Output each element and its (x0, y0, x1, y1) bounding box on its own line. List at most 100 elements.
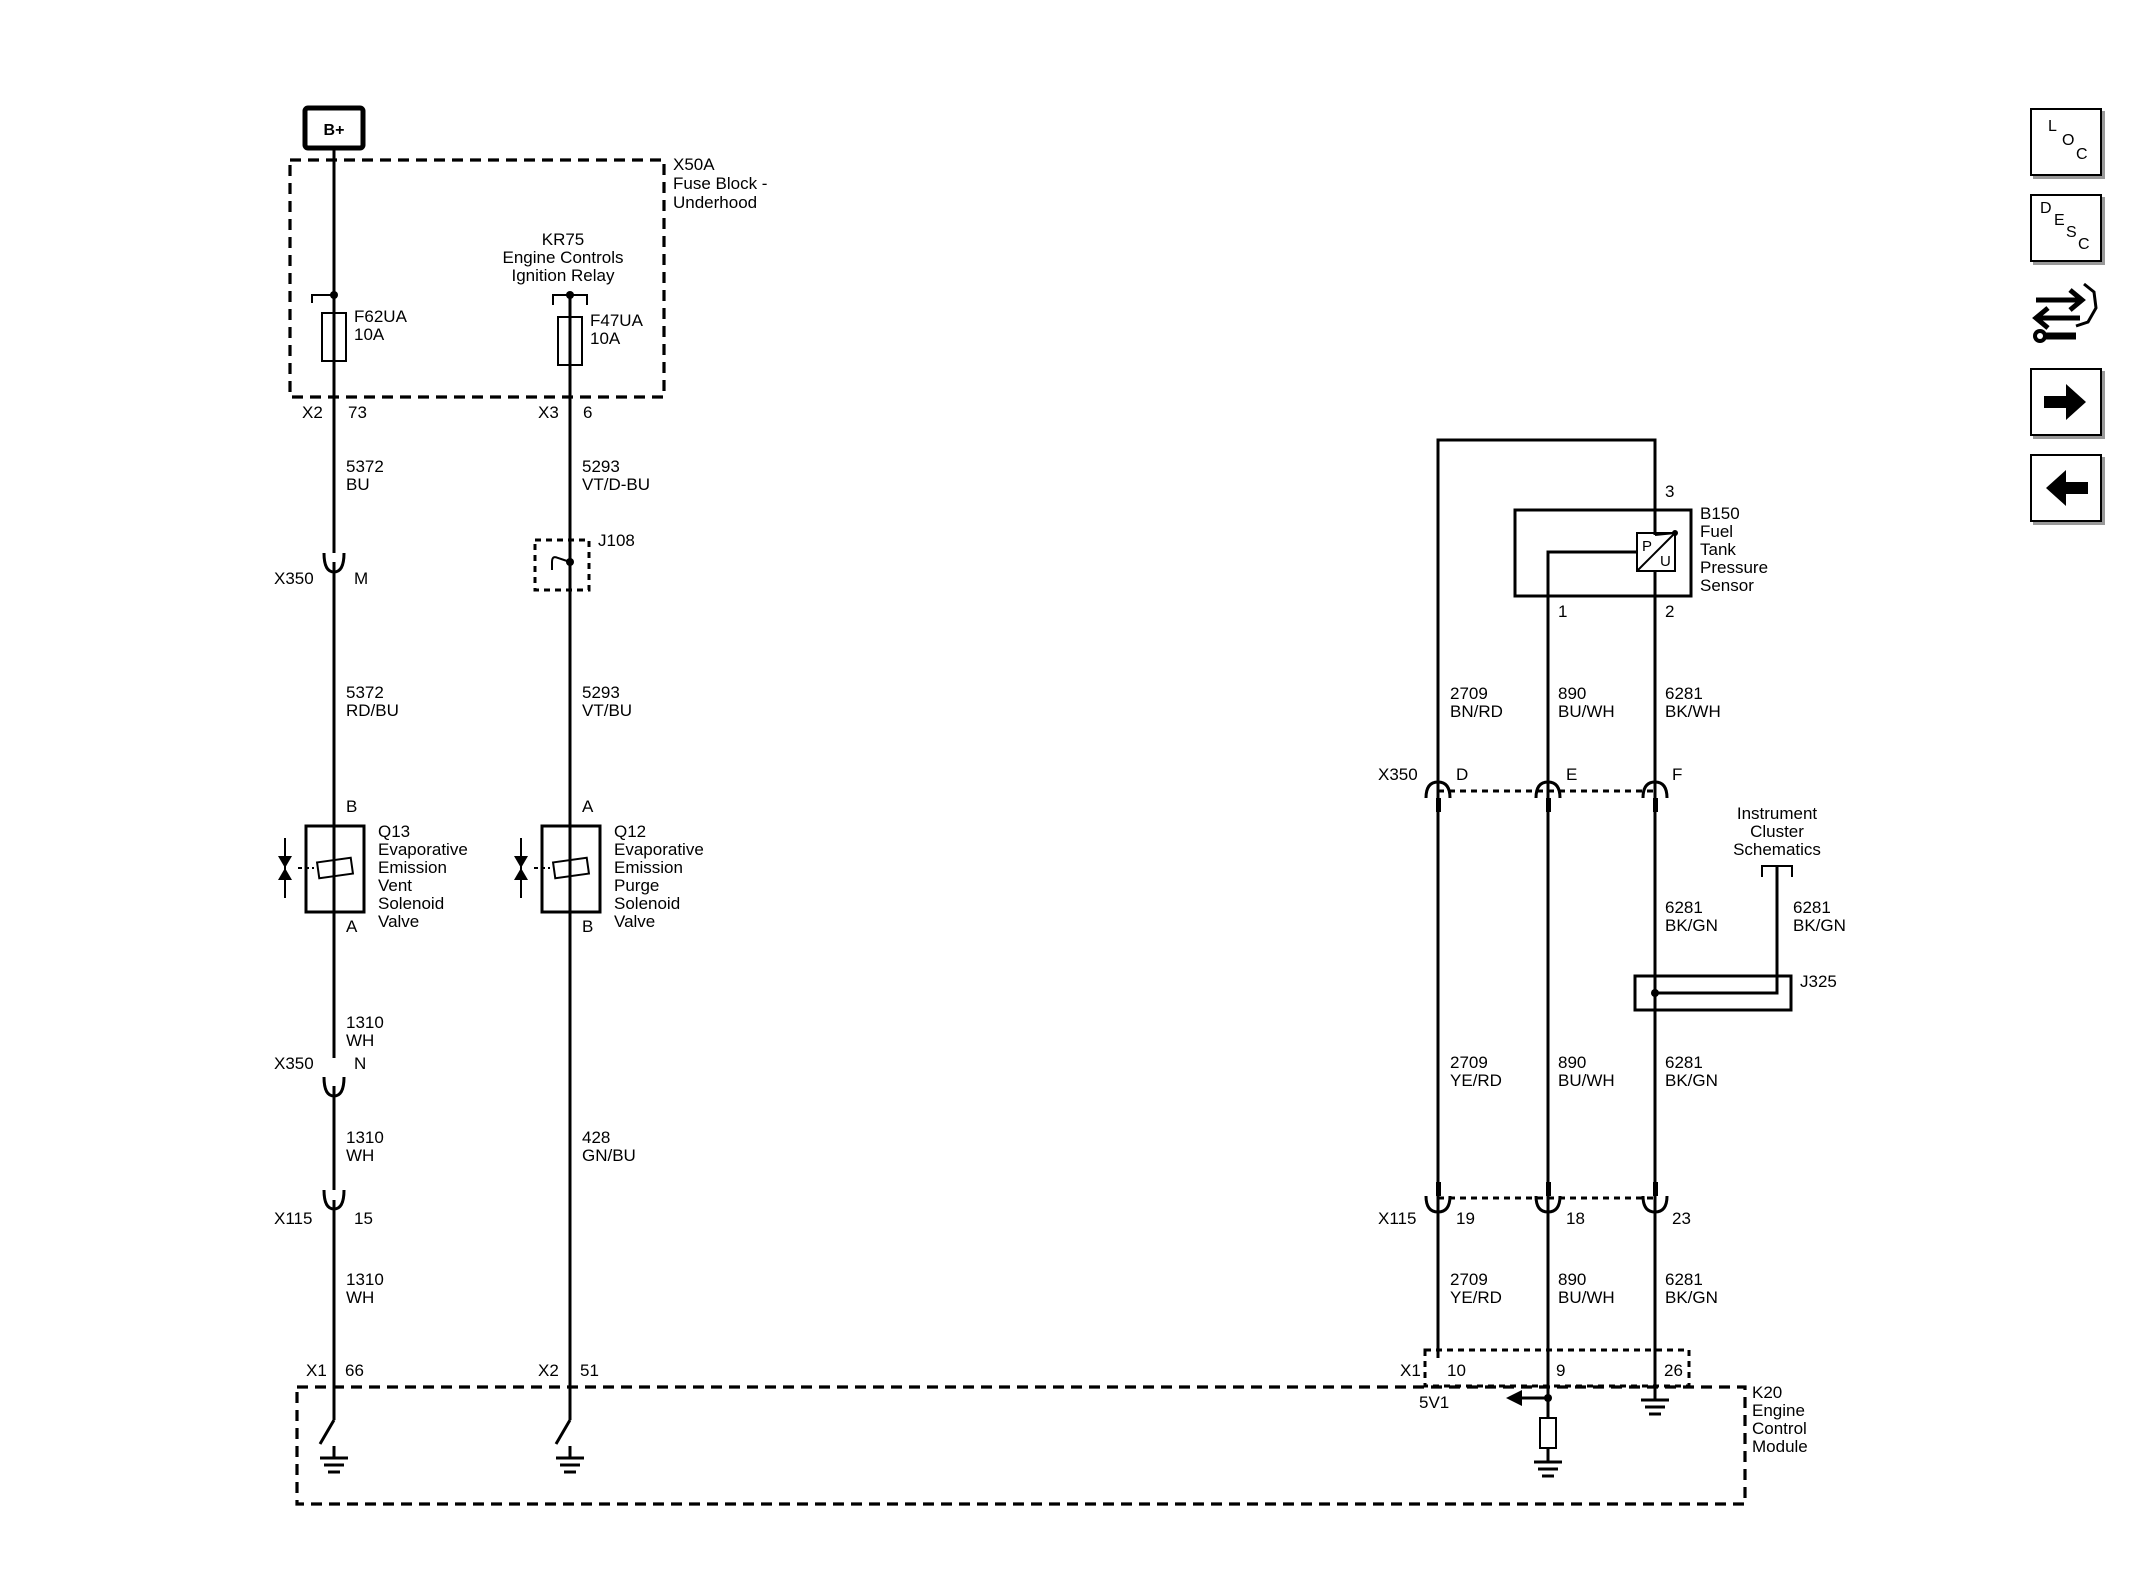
sensor-label-1: B150 (1700, 504, 1740, 523)
location-letter-l: L (2048, 118, 2057, 135)
q12-label-3: Emission (614, 858, 683, 877)
diagnostic-routing-button[interactable] (2030, 278, 2102, 348)
wire-2709-yerd-a-color: YE/RD (1450, 1071, 1502, 1090)
fuse-block-outline (288, 158, 666, 399)
arrow-left-icon (2046, 470, 2088, 506)
connector-x350-f-pin (1653, 798, 1658, 812)
instrument-cluster-label-2: Cluster (1750, 822, 1804, 841)
sensor-label-2: Fuel (1700, 522, 1733, 541)
q13-label-6: Valve (378, 912, 419, 931)
sensor-pin3-lead (1654, 532, 1676, 536)
previous-page-button[interactable] (2030, 454, 2102, 522)
location-letter-o: O (2062, 132, 2075, 149)
wire-428-circuit: 428 (582, 1128, 610, 1147)
next-page-button[interactable] (2030, 368, 2102, 436)
splice-j325-outline (1633, 974, 1793, 1012)
location-button[interactable]: L O C (2030, 108, 2102, 176)
wire-1310-a-circuit: 1310 (346, 1013, 384, 1032)
battery-positive-label: B+ (324, 122, 345, 139)
connector-x350-n-conn: X350 (274, 1054, 314, 1073)
wire-6281-bkwh-color: BK/WH (1665, 702, 1721, 721)
q13-label-3: Emission (378, 858, 447, 877)
k20-5v-ref-label: 5V1 (1419, 1393, 1449, 1412)
splice-j108-label: J108 (598, 531, 635, 550)
k20-pulldown-resistor (1539, 1417, 1557, 1449)
wire-5372-rdbu-color: RD/BU (346, 701, 399, 720)
connector-x350-d-label: D (1456, 765, 1468, 784)
fuse-block-desc-2: Underhood (673, 193, 757, 212)
k20-label-1: K20 (1752, 1383, 1782, 1402)
fuse-f62ua-rating: 10A (354, 325, 385, 344)
sensor-u-label: U (1660, 553, 1671, 570)
wire-5293-vtbu-color: VT/BU (582, 701, 632, 720)
wire-6281-bkwh-circuit: 6281 (1665, 684, 1703, 703)
connector-x115-19-label: 19 (1456, 1209, 1475, 1228)
fuse-f62ua-pin: 73 (348, 403, 367, 422)
fuse-feed-left (311, 294, 334, 303)
wire-428-color: GN/BU (582, 1146, 636, 1165)
sensor-b150-body (1513, 508, 1693, 598)
sensor-pin-3: 3 (1665, 482, 1674, 501)
sensor-pin-1: 1 (1558, 602, 1567, 621)
wire-890-a-circuit: 890 (1558, 684, 1586, 703)
connector-x350-f-symbol (1641, 780, 1669, 799)
description-button[interactable]: D E S C (2030, 194, 2102, 262)
wire-890-b-circuit: 890 (1558, 1053, 1586, 1072)
wire-6281-bkgn-a-color: BK/GN (1665, 916, 1718, 935)
k20-left-conn-1: X1 (306, 1361, 327, 1380)
description-letter-d: D (2040, 200, 2052, 217)
q12-label-2: Evaporative (614, 840, 704, 859)
q13-label-2: Evaporative (378, 840, 468, 859)
wire-5372-bu-circuit: 5372 (346, 457, 384, 476)
connector-x350-def-conn: X350 (1378, 765, 1418, 784)
arrow-right-icon (2044, 384, 2086, 420)
connector-x350-e-pin (1546, 798, 1551, 812)
sensor-label-3: Tank (1700, 540, 1736, 559)
connector-x115-18-symbol (1534, 1195, 1562, 1214)
fuse-f47ua-conn: X3 (538, 403, 559, 422)
fuse-f62ua-name: F62UA (354, 307, 408, 326)
q12-label-1: Q12 (614, 822, 646, 841)
connector-x115-15-conn: X115 (274, 1209, 312, 1228)
q12-label-6: Valve (614, 912, 655, 931)
k20-label-3: Control (1752, 1419, 1807, 1438)
k20-label-2: Engine (1752, 1401, 1805, 1420)
connector-x350-e-label: E (1566, 765, 1577, 784)
connector-x115-15-pin: 15 (354, 1209, 373, 1228)
k20-x1-conn: X1 (1400, 1361, 1421, 1380)
wire-6281-bkgn-c-circuit: 6281 (1665, 1053, 1703, 1072)
connector-x350-f-label: F (1672, 765, 1682, 784)
wire-6281-bkgn-b-color: BK/GN (1793, 916, 1846, 935)
k20-pin-10: 10 (1447, 1361, 1466, 1380)
connector-x115-18-label: 18 (1566, 1209, 1585, 1228)
q13-label-1: Q13 (378, 822, 410, 841)
relay-desc-2: Ignition Relay (511, 266, 615, 285)
q13-pin-top: B (346, 797, 357, 816)
splice-j325-label: J325 (1800, 972, 1837, 991)
connector-x350-m-pin: M (354, 569, 368, 588)
relay-name: KR75 (542, 230, 585, 249)
k20-driver-switch-left (318, 1419, 336, 1445)
connector-x350-d-symbol (1424, 780, 1452, 799)
fuse-f47ua-symbol (557, 316, 583, 366)
k20-x1-connector-outline (1423, 1348, 1691, 1388)
wire-6281-cluster (1655, 866, 1779, 995)
splice-j108-dot (566, 558, 574, 566)
signal-arrow-icon (1506, 1390, 1522, 1406)
sensor-label-5: Sensor (1700, 576, 1754, 595)
q12-label-5: Solenoid (614, 894, 680, 913)
wire-2709-bnrd-color: BN/RD (1450, 702, 1503, 721)
wire-1310-a-color: WH (346, 1031, 374, 1050)
wire-890-c-color: BU/WH (1558, 1288, 1615, 1307)
sensor-pin-2: 2 (1665, 602, 1674, 621)
q12-label-4: Purge (614, 876, 659, 895)
wire-2709-loop (1436, 438, 1657, 1358)
fuse-f62ua-symbol (321, 312, 347, 362)
connector-x115-18-pin (1546, 1182, 1551, 1196)
fuse-junction-left (330, 291, 338, 299)
instrument-cluster-label-3: Schematics (1733, 840, 1821, 859)
k20-pin-26: 26 (1664, 1361, 1683, 1380)
location-letter-c: C (2076, 146, 2088, 163)
connector-x350-n-pin: N (354, 1054, 366, 1073)
